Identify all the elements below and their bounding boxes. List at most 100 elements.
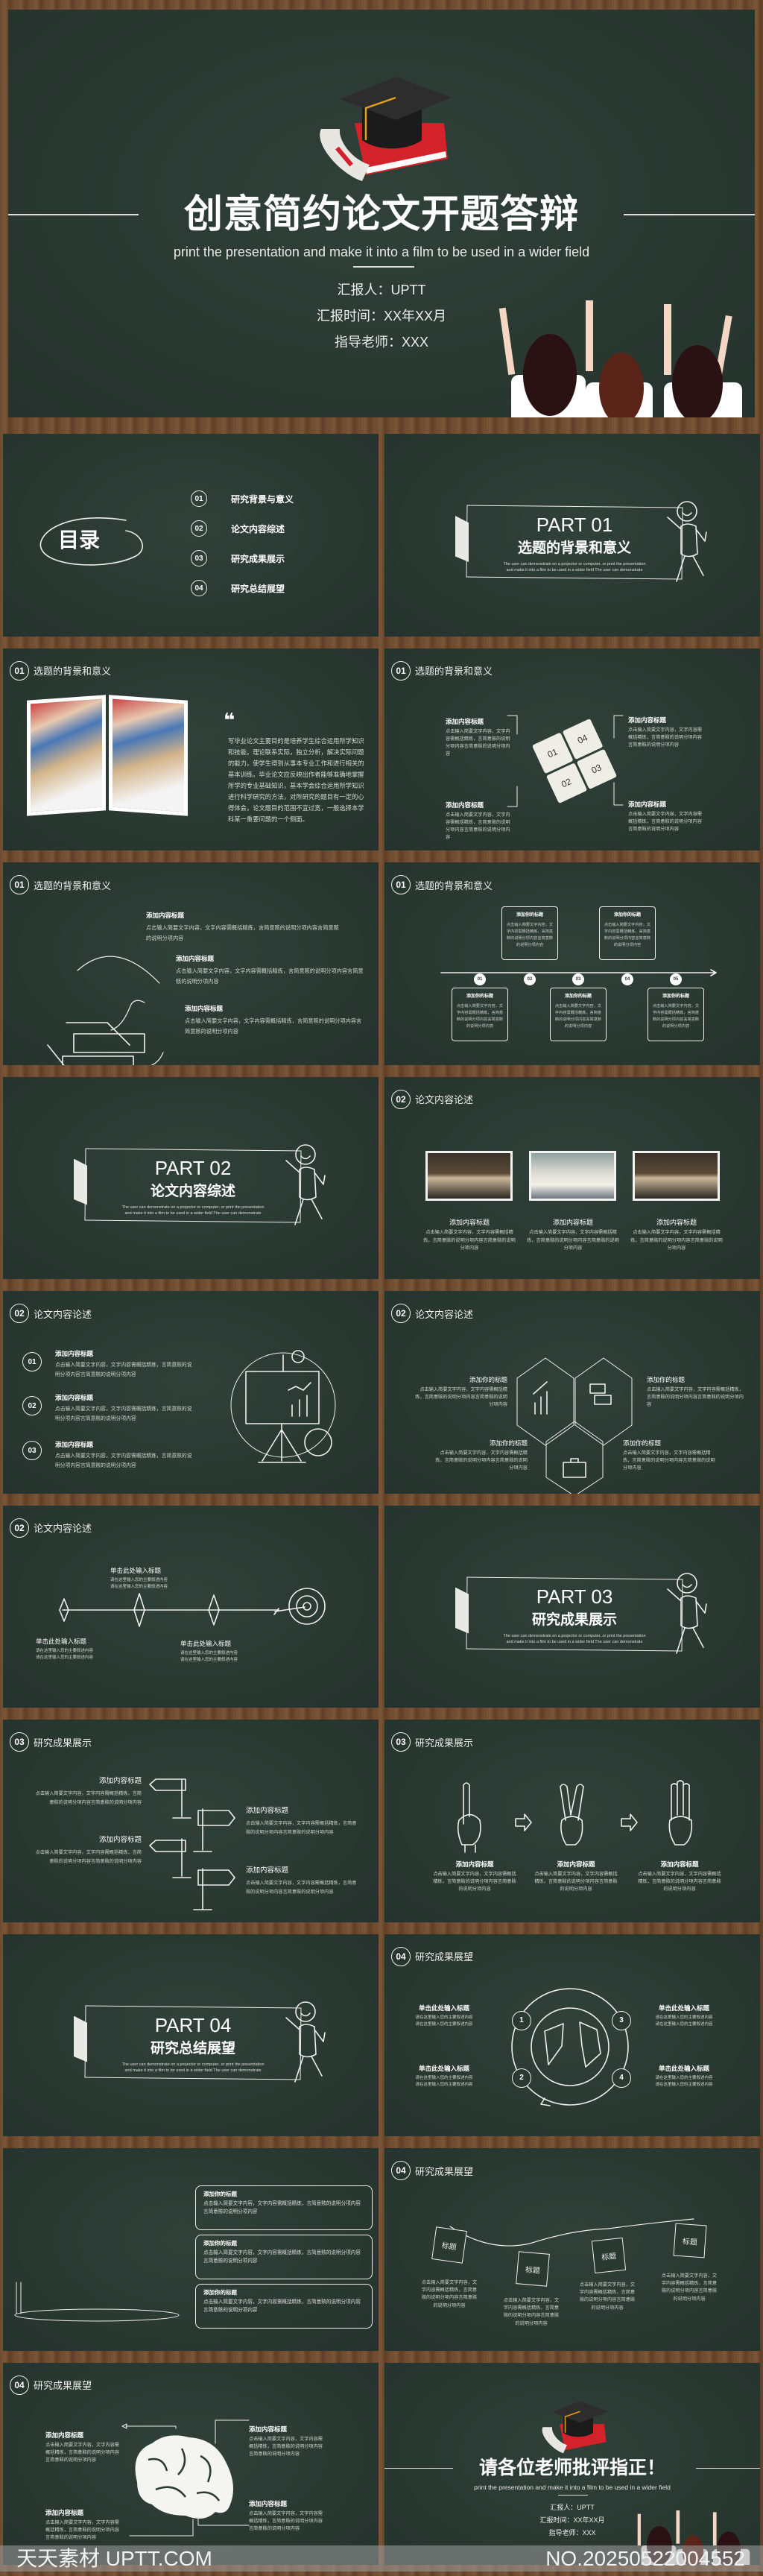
timeline-node[interactable]: 01 [474,973,486,985]
item-body: 点击输入简要文字内容，文字内容需概括精炼，言简意赅的说明分项内容言简意赅的说明分… [176,967,364,985]
item-title: 添加内容标题 [557,1860,595,1868]
item-line: 请在这里输入您的主要叙述内容 [415,2082,473,2087]
cycle-step: 4 [612,2068,631,2088]
item-body: 点击输入简要文字内容，文字内容需概括精炼，言简意赅的说明分项内容言简意赅的说明分… [55,1363,192,1378]
thanks-subtitle: print the presentation and make it into … [474,2483,671,2491]
sign-text-1: 添加内容标题点击输入简要文字内容，文字内容需概括精炼，言简意赅的说明分项内容言简… [31,1774,142,1808]
item-title: 添加内容标题 [552,1218,593,1226]
text-box-2: 添加你的标题点击输入简要文字内容，文字内容需概括精炼，言简意赅的说明分项内容言简… [195,2235,373,2279]
item-title: 添加你的标题 [203,2240,237,2247]
item-body: 点击输入简要文字内容，文字内容需概括精炼，言简意赅的说明分项内容言简意赅的说明分… [604,922,651,947]
target-path-diagram [59,1587,326,1627]
item-body: 点击输入简要文字内容，文字内容需概括精炼，言简意赅的说明分项内容言简意赅的说明分… [446,812,510,841]
hex-text-2: 添加你的标题点击输入简要文字内容，文字内容需概括精炼，言简意赅的说明分项内容言简… [647,1374,744,1409]
text-box-3: 添加你的标题点击输入简要文字内容，文字内容需概括精炼，言简意赅的说明分项内容言简… [195,2284,373,2329]
section-number: 01 [391,875,411,894]
item-title: 添加内容标题 [656,1218,697,1226]
item-title: 单击此处输入标题 [110,1566,162,1574]
section-number: 03 [391,1732,411,1752]
item-title: 单击此处输入标题 [658,2004,709,2012]
item-title: 添加你的标题 [466,994,493,999]
section-number: 03 [10,1732,29,1752]
item-line: 请在这里输入您的主要叙述内容 [180,1650,238,1655]
item-body: 点击输入简要文字内容，文字内容需概括精炼，言简意赅的说明分项内容言简意赅的说明分… [652,1003,700,1029]
item-line: 请在这里输入您的主要叙述内容 [655,2021,713,2027]
section-title: 选题的背景和意义 [34,880,112,891]
toc-item-label: 研究成果展示 [231,554,285,564]
section-number: 01 [391,660,411,681]
stick-figure-icon [667,1572,707,1654]
clothesline [449,2218,694,2247]
timeline-node[interactable]: 05 [670,973,682,985]
item-title: 添加内容标题 [446,801,484,809]
list-number: 02 [22,1396,42,1415]
brain-text-2: 添加内容标题点击输入简要文字内容，文字内容需概括精炼，言简意赅的说明分项内容言简… [249,2424,323,2459]
item-line: 请在这里输入您的主要叙述内容 [415,2075,473,2080]
hand-caption-3: 添加内容标题点击输入简要文字内容，文字内容需概括精炼，言简意赅的说明分项内容言简… [636,1859,723,1894]
sign-text-2: 添加内容标题点击输入简要文字内容，文字内容需概括精炼，言简意赅的说明分项内容言简… [246,1804,358,1838]
thanks-time: 汇报时间：XX年XX月 [539,2516,605,2524]
section-number: 04 [391,2161,411,2180]
cover-reporter: 汇报人：UPTT [337,282,426,297]
hand-count-icons [457,1780,693,1853]
section-title: 论文内容论述 [34,1523,92,1534]
note-text-4: 点击输入简要文字内容，文字内容需概括精炼，言简意赅的说明分项内容言简意赅的说明分… [661,2273,718,2302]
item-title: 添加你的标题 [564,994,592,999]
item-body: 点击输入简要文字内容，文字内容需概括精炼，言简意赅的说明分项内容言简意赅的说明分… [423,1230,516,1251]
item-body: 点击输入简要文字内容，文字内容需概括精炼，言简意赅的说明分项内容言简意赅的说明分… [249,2510,323,2531]
toc-item-number: 03 [191,550,207,566]
item-body: 点击输入简要文字内容，文字内容需概括精炼，言简意赅的说明分项内容言简意赅的说明分… [415,1387,507,1408]
item-line: 请在这里输入您的主要叙述内容 [36,1655,94,1660]
graduation-cap-icon [320,77,452,181]
item-body: 点击输入简要文字内容，文字内容需概括精炼，言简意赅的说明分项内容言简意赅的说明分… [55,1407,192,1422]
photo-caption-2: 添加内容标题点击输入简要文字内容，文字内容需概括精炼，言简意赅的说明分项内容言简… [527,1217,619,1253]
section-title: 研究成果展望 [415,2165,474,2177]
item-title: 添加你的标题 [613,913,641,918]
timeline-node[interactable]: 03 [572,973,584,985]
section-title: 选题的背景和意义 [34,666,112,677]
toc-item-label: 研究总结展望 [231,584,285,594]
part-desc: and make it into a film to be used in a … [124,1210,262,1216]
section-title: 研究成果展示 [34,1737,92,1749]
item-body: 点击输入简要文字内容，文字内容需概括精炼，言简意赅的说明分项内容言简意赅的说明分… [246,1881,357,1895]
list-item-3: 添加内容标题点击输入简要文字内容，文字内容需概括精炼，言简意赅的说明分项内容言简… [55,1439,197,1471]
toc-title: 目录 [58,528,101,552]
timeline-box-3: 添加你的标题点击输入简要文字内容，文字内容需概括精炼，言简意赅的说明分项内容言简… [550,988,607,1041]
item-title: 添加内容标题 [98,1836,142,1844]
cover-time: 汇报时间：XX年XX月 [316,309,447,323]
toc-item-label: 研究背景与意义 [231,494,294,505]
thanks-advisor: 指导老师：XXX [548,2528,596,2536]
section-number: 02 [10,1304,29,1323]
item-body: 点击输入简要文字内容，文字内容需概括精炼，言简意赅的说明分项内容言简意赅的说明分… [647,1387,744,1408]
item-body: 点击输入简要文字内容，文字内容需概括精炼，言简意赅的说明分项内容言简意赅的说明分… [628,727,702,748]
item-title: 添加内容标题 [185,1005,224,1012]
item-line: 请在这里输入您的主要叙述内容 [110,1577,168,1582]
puzzle-text-2: 添加内容标题点击输入简要文字内容，文字内容需概括精炼，言简意赅的说明分项内容言简… [628,715,703,750]
item-title: 单击此处输入标题 [418,2004,469,2012]
part-desc: and make it into a film to be used in a … [506,568,643,572]
subtitle-divider [353,266,414,268]
book-photo-right [109,694,188,816]
cover-title: 创意简约论文开题答辩 [183,193,579,236]
timeline-node[interactable]: 02 [524,973,536,985]
item-title: 添加内容标题 [246,1866,289,1875]
toc-title-circle [39,517,143,566]
section-number: 02 [391,1304,411,1323]
part-title: 研究总结展望 [150,2040,235,2056]
item-body: 点击输入简要文字内容，文字内容需概括精炼，言简意赅的说明分项内容言简意赅的说明分… [203,2250,361,2264]
item-title: 添加内容标题 [449,1218,490,1226]
timeline-node[interactable]: 04 [621,973,633,985]
item-body: 点击输入简要文字内容，文字内容需概括精炼，言简意赅的说明分项内容言简意赅的说明分… [534,1872,618,1892]
toc-item-number: 04 [191,580,207,596]
hex-text-1: 添加你的标题点击输入简要文字内容，文字内容需概括精炼，言简意赅的说明分项内容言简… [414,1374,507,1409]
globe-text-3: 单击此处输入标题请在这里输入您的主要叙述内容请在这里输入您的主要叙述内容 [407,2063,481,2089]
